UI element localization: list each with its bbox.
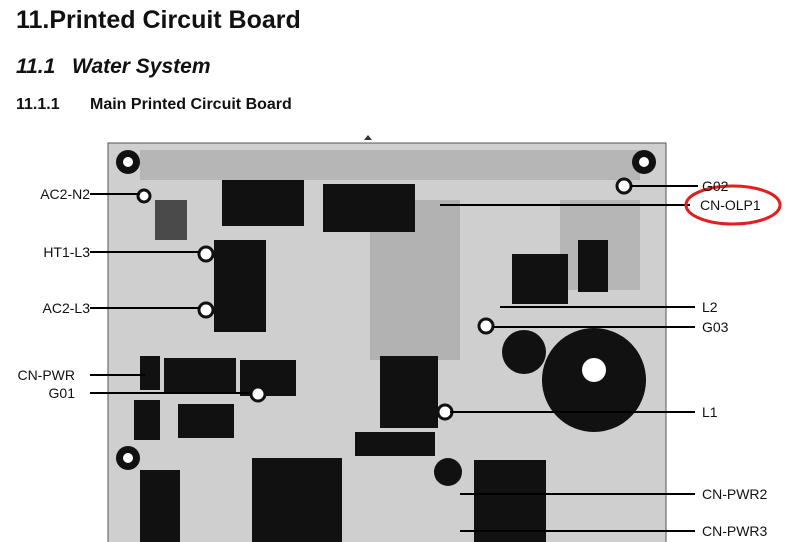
label-ac2-n2: AC2-N2 (40, 186, 90, 202)
label-cn-pwr3: CN-PWR3 (702, 523, 768, 539)
label-ac2-l3: AC2-L3 (42, 300, 90, 316)
label-cn-pwr2: CN-PWR2 (702, 486, 768, 502)
label-g01: G01 (48, 385, 75, 401)
label-g03: G03 (702, 319, 729, 335)
label-g02: G02 (702, 178, 729, 194)
label-l2: L2 (702, 299, 718, 315)
label-cn-pwr: CN-PWR (17, 367, 75, 383)
label-l1: L1 (702, 404, 718, 420)
label-cn-olp1: CN-OLP1 (700, 197, 761, 213)
highlight-ellipse (684, 184, 782, 226)
label-ht1-l3: HT1-L3 (43, 244, 90, 260)
page-title: 11.Printed Circuit Board (16, 6, 301, 34)
